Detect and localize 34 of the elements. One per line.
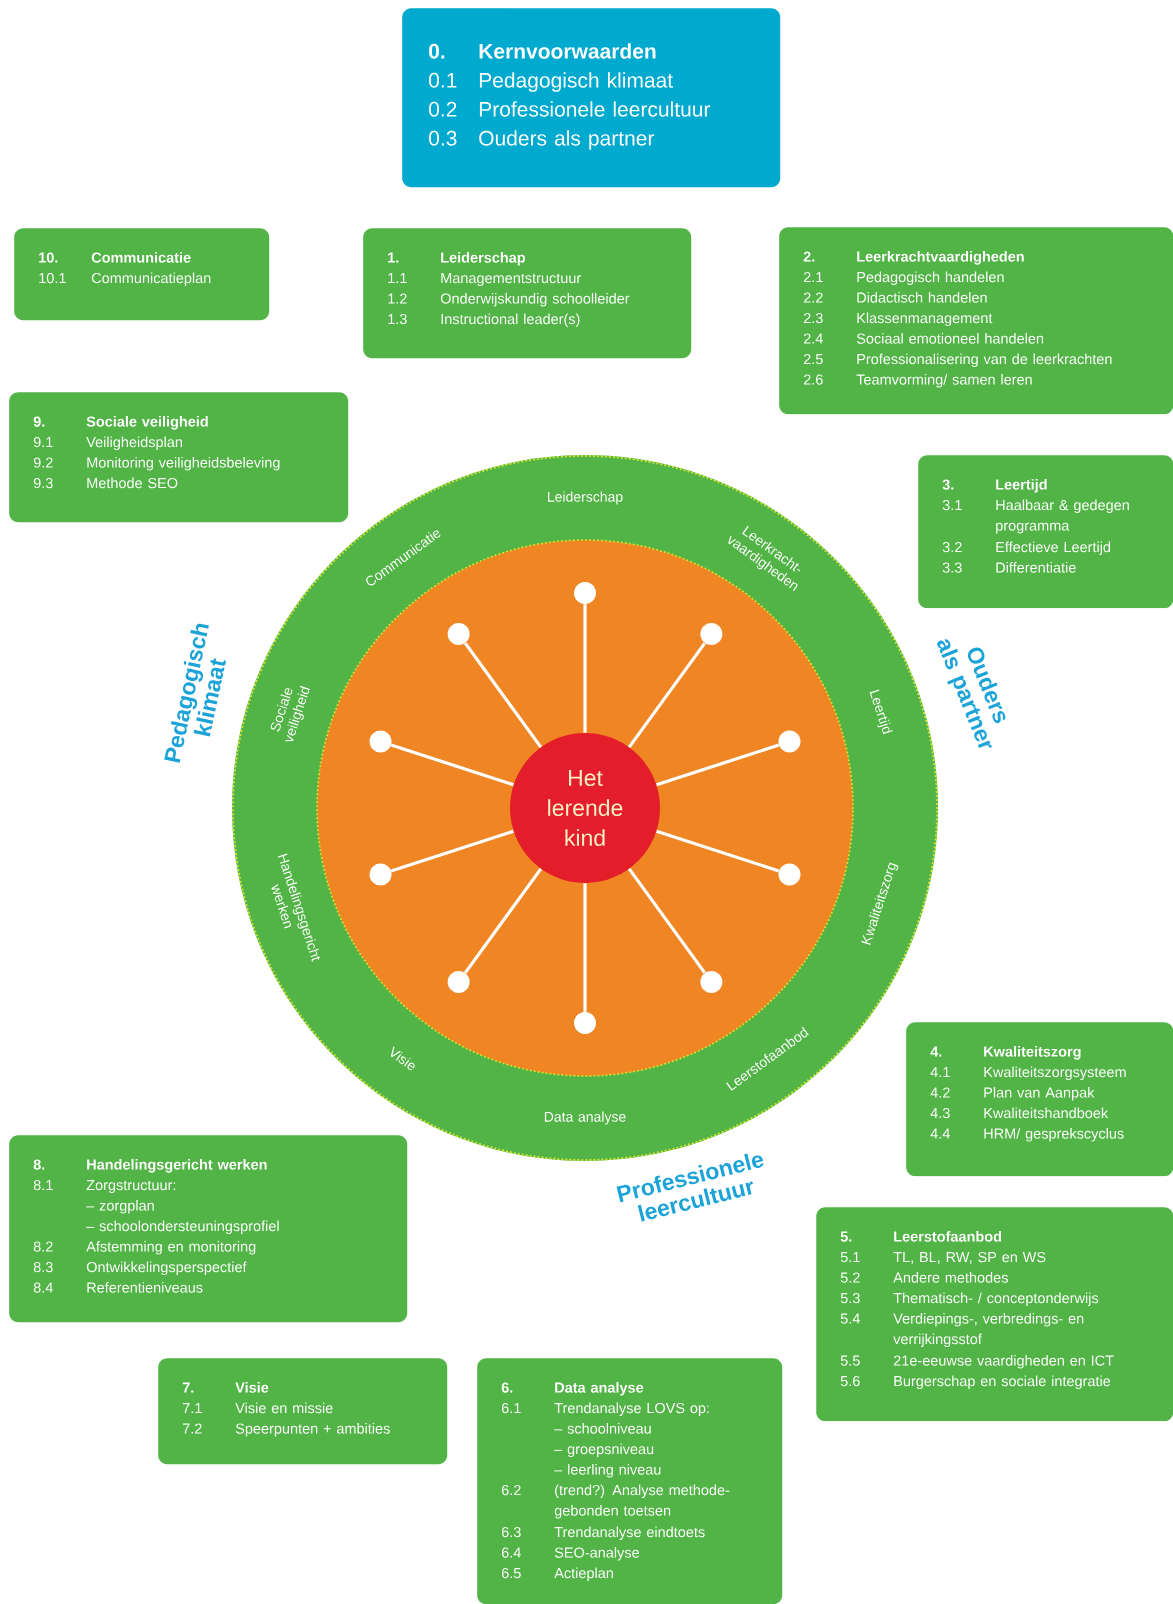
spoke-dot (700, 970, 723, 993)
spoke-dot (369, 863, 392, 886)
list-box: 10. Communicatie 10.1 Communicatieplan (14, 228, 270, 321)
spoke-dot (574, 582, 596, 604)
spoke-line (656, 829, 780, 873)
list-box: 8. Handelingsgericht werken 8.1 Zorgstructuur: – zorgplan – schoolondersteuningsprofiel 8.2 Afstemming en monitoring 8.3 Ontwikkelingsperspectief 8.4 Referentieniveaus (9, 1135, 408, 1323)
spoke-dot (447, 970, 470, 993)
spoke-dot (369, 730, 392, 753)
list-box: 5. Leerstofaanbod 5.1 TL, BL, RW, SP en WS 5.2 Andere methodes 5.3 Thematisch- / conceptonderwijs 5.4 Verdiepings-, verbredings- en verrijkingsstof 5.5 21e-eeuwse vaardigheden en ICT 5.6 Burgerschap en sociale integratie (816, 1207, 1173, 1422)
ring-label: Data analyse (544, 1111, 626, 1125)
spoke-line (463, 867, 543, 974)
list-box: 6. Data analyse 6.1 Trendanalyse LOVS op: – schoolniveau – groepsniveau – leerling niveau 6.2 (trend?) Analyse methode- gebonden toetsen 6.3 Trendanalyse eindtoets 6.4 SEO-analyse 6.5 Actieplan (477, 1358, 783, 1604)
spoke-dot (574, 1012, 596, 1034)
list-box: 1. Leiderschap 1.1 Managementstructuur 1.2 Onderwijskundig schoolleider 1.3 Instructional leader(s) (363, 228, 692, 359)
spoke-line (390, 829, 514, 873)
ring-label: Leiderschap (548, 491, 623, 505)
spoke-line (390, 743, 514, 787)
spoke-dot (778, 730, 801, 753)
list-box: 7. Visie 7.1 Visie en missie 7.2 Speerpunten + ambities (158, 1358, 448, 1465)
list-box: 4. Kwaliteitszorg 4.1 Kwaliteitszorgsysteem 4.2 Plan van Aanpak 4.3 Kwaliteitshandboek 4.4 HRM/ gesprekscyclus (906, 1022, 1173, 1177)
spoke-line (583, 604, 587, 733)
list-box: 3. Leertijd 3.1 Haalbaar & gedegen programma 3.2 Effectieve Leertijd 3.3 Differentiatie (918, 455, 1173, 609)
spoke-dot (700, 623, 723, 646)
spoke-line (627, 642, 707, 749)
spoke-dot (778, 863, 801, 886)
spoke-line (583, 883, 587, 1012)
list-box: 0. Kernvoorwaarden 0.1 Pedagogisch klimaat 0.2 Professionele leercultuur 0.3 Ouders als partner (402, 8, 781, 188)
spoke-line (627, 867, 707, 974)
spoke-dot (447, 623, 470, 646)
spoke-line (463, 642, 543, 749)
list-box: 9. Sociale veiligheid 9.1 Veiligheidsplan 9.2 Monitoring veiligheidsbeleving 9.3 Methode SEO (9, 392, 349, 523)
list-box: 2. Leerkrachtvaardigheden 2.1 Pedagogisch handelen 2.2 Didactisch handelen 2.3 Klassenmanagement 2.4 Sociaal emotioneel handelen 2.5 Professionalisering van de leerkrachten 2.6 Teamvorming/ samen leren (779, 227, 1173, 415)
ring-label: Leertijd (869, 689, 893, 735)
spoke-line (656, 743, 780, 787)
